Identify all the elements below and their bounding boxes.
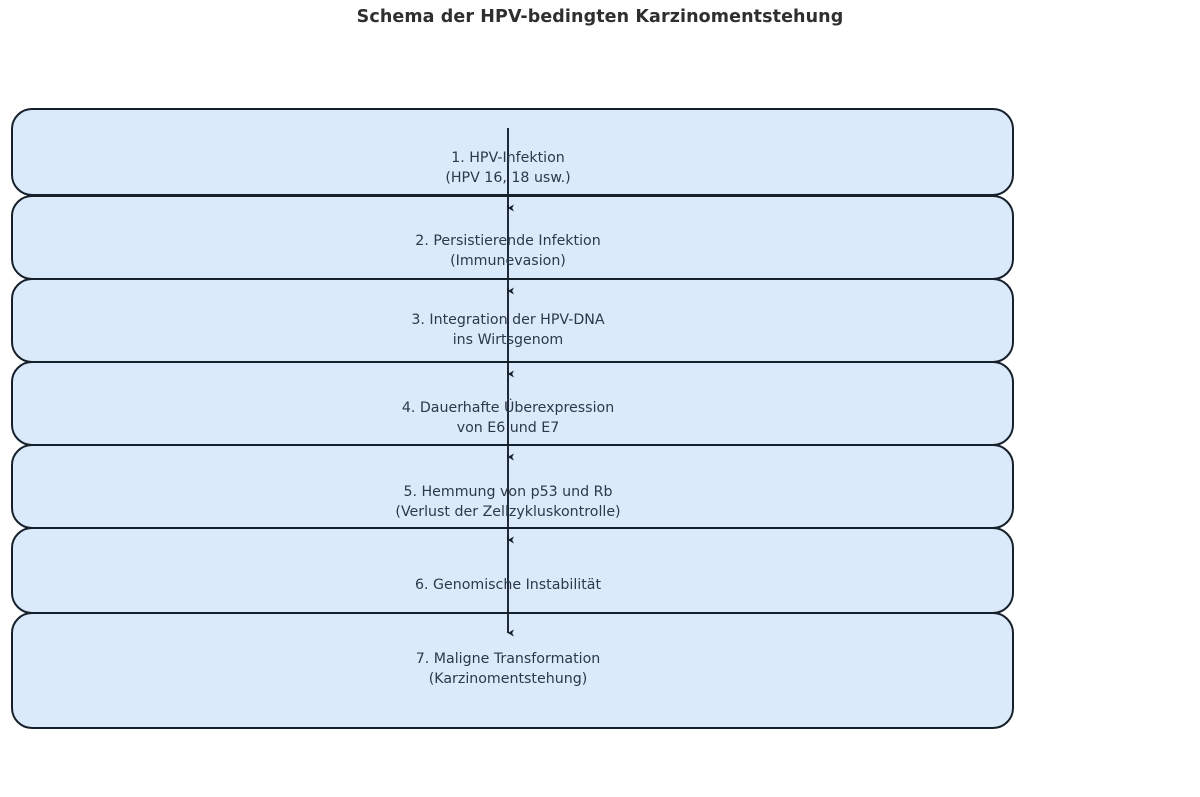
flow-node-4-label: 4. Dauerhafte Überexpression von E6 und … [401, 400, 615, 436]
page-title: Schema der HPV-bedingten Karzinomentsteh… [356, 7, 844, 27]
flow-node-3-label: 3. Integration der HPV-DNA ins Wirtsgeno… [411, 312, 605, 348]
flow-node-2-label: 2. Persistierende Infektion (Immunevasio… [415, 233, 601, 269]
flow-node-6-label: 6. Genomische Instabilität [414, 577, 602, 593]
flow-node-5-label: 5. Hemmung von p53 und Rb (Verlust der Z… [395, 484, 621, 520]
flow-node-1-label: 1. HPV-Infektion (HPV 16, 18 usw.) [445, 150, 571, 186]
flow-node-7-label: 7. Maligne Transformation (Karzinomentst… [415, 651, 601, 687]
